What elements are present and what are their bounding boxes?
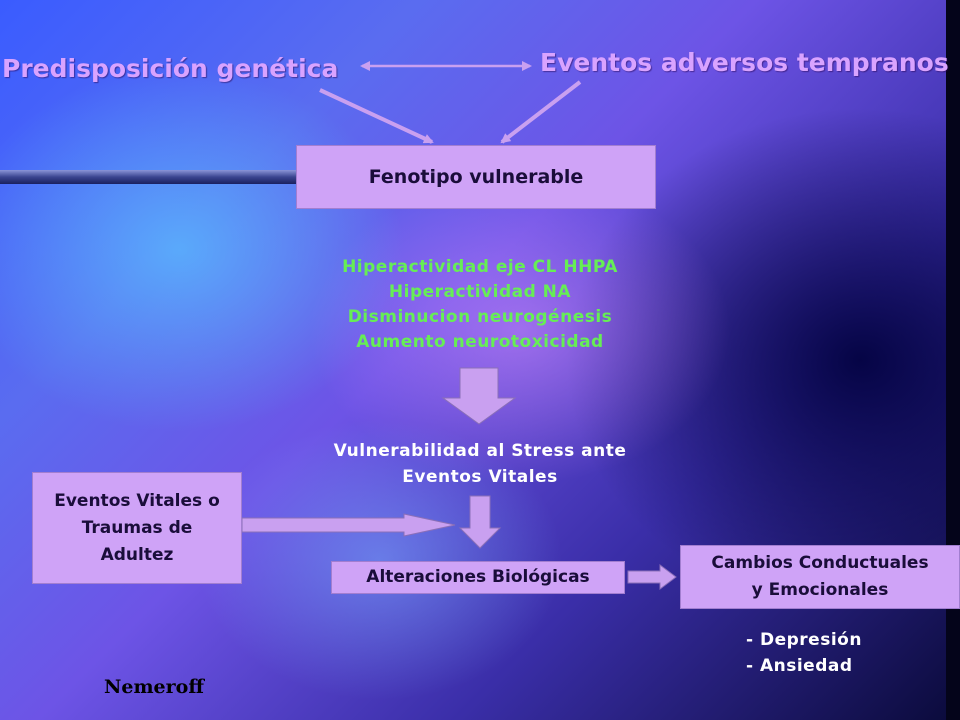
box-cambios-conductuales: Cambios Conductuales y Emocionales [680, 545, 960, 609]
heading-eventos-adversos: Eventos adversos tempranos [540, 48, 949, 77]
arrow-predisposicion-to-fenotipo [319, 88, 434, 144]
box-eventos-vitales-line: Eventos Vitales o [54, 490, 220, 511]
block-arrow-down-1 [441, 367, 517, 425]
box-eventos-vitales: Eventos Vitales o Traumas de Adultez [32, 472, 242, 584]
box-eventos-vitales-line: Traumas de [81, 517, 193, 538]
dark-edge-strip [946, 0, 960, 720]
outcome-item: - Ansiedad [746, 656, 853, 676]
heading-predisposicion: Predisposición genética [2, 54, 339, 83]
mechanism-item: Disminucion neurogénesis [347, 307, 613, 327]
box-cambios-line: Cambios Conductuales [711, 553, 929, 573]
mechanism-item: Hiperactividad eje CL HHPA [342, 257, 618, 277]
mechanisms-list: Hiperactividad eje CL HHPA Hiperactivida… [300, 255, 660, 355]
box-fenotipo-vulnerable: Fenotipo vulnerable [296, 145, 656, 209]
decorative-bar [0, 170, 300, 184]
mechanism-item: Aumento neurotoxicidad [356, 332, 604, 352]
author-credit: Nemeroff [104, 676, 204, 698]
arrow-eventos-to-fenotipo [500, 80, 582, 144]
vulnerability-line: Vulnerabilidad al Stress ante [333, 441, 627, 461]
vulnerability-line: Eventos Vitales [402, 467, 558, 487]
arrow-eventos-vitales-to-alteraciones [241, 513, 456, 537]
block-arrow-down-2 [458, 495, 502, 549]
outcome-item: - Depresión [746, 630, 862, 650]
mechanism-item: Hiperactividad NA [388, 282, 572, 302]
outcomes-list: - Depresión - Ansiedad [746, 627, 862, 679]
box-cambios-line: y Emocionales [751, 580, 889, 600]
vulnerability-text: Vulnerabilidad al Stress ante Eventos Vi… [300, 438, 660, 490]
box-alteraciones-biologicas: Alteraciones Biológicas [331, 561, 625, 594]
arrow-alteraciones-to-cambios [627, 564, 677, 590]
box-eventos-vitales-line: Adultez [100, 544, 174, 565]
